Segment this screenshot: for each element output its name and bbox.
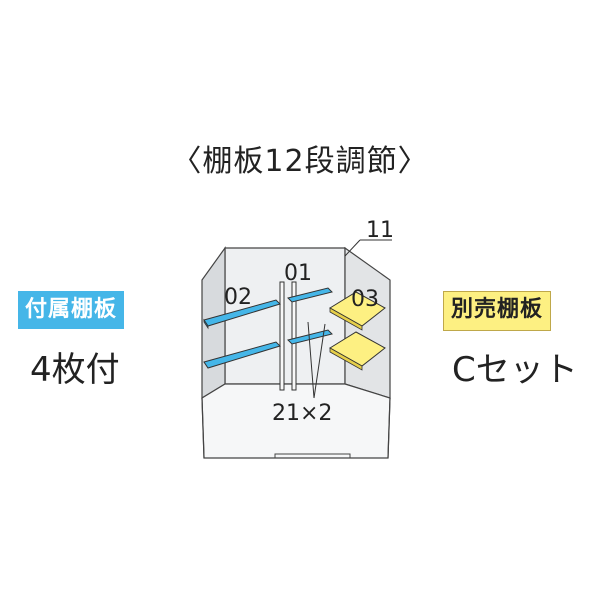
support-post-right: [291, 281, 297, 391]
shelf-01-lower: [287, 329, 333, 345]
leader-11: [344, 239, 361, 257]
label-01: 01: [284, 261, 312, 286]
label-11: 11: [366, 218, 394, 243]
optional-shelf-set: Cセット: [452, 350, 578, 390]
shelf-02-lower: [203, 341, 281, 369]
door-rail: [274, 453, 351, 458]
shelf-01-upper: [287, 287, 333, 303]
label-21x2: 21×2: [272, 401, 332, 426]
shelf-03-upper: [329, 291, 386, 331]
shelf-03-lower: [329, 331, 386, 371]
optional-shelf-badge: 別売棚板: [443, 291, 552, 331]
leader-21-a: [313, 323, 326, 399]
shelf-02-upper: [203, 299, 281, 330]
included-shelf-badge: 付属棚板: [18, 291, 125, 329]
leader-21-b: [307, 321, 315, 399]
storage-shed-diagram: 11 01 02 03 21×2: [201, 218, 394, 459]
label-03: 03: [351, 287, 379, 312]
label-02: 02: [224, 285, 252, 310]
support-post-left: [279, 281, 285, 391]
page-title: 〈棚板12段調節〉: [171, 144, 429, 179]
included-shelf-count: 4枚付: [30, 350, 120, 390]
